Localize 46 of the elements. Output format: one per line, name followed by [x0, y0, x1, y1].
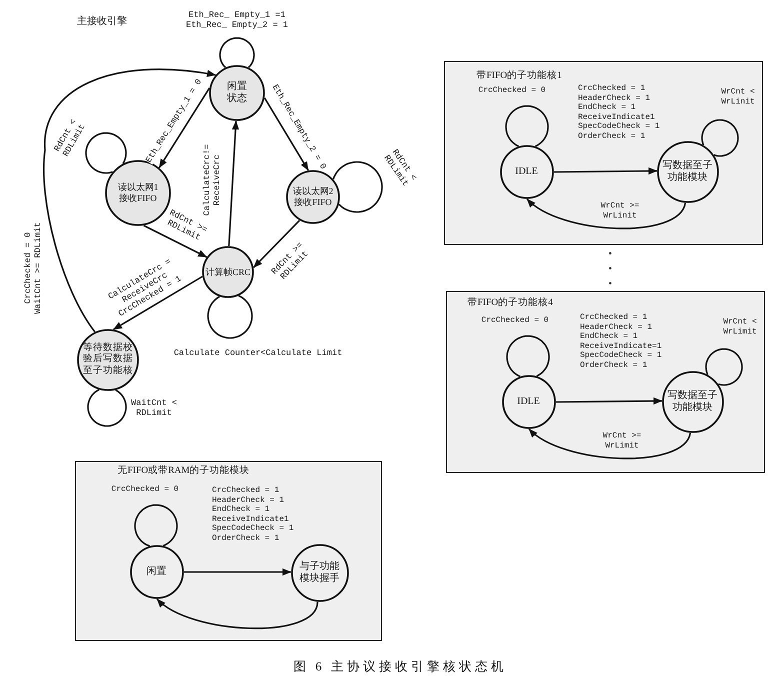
edge-label: Calculate Counter<Calculate Limit — [174, 348, 342, 358]
figure-caption: 图 6 主协议接收引擎核状态机 — [293, 658, 507, 676]
self-loop — [332, 161, 383, 213]
curved-arrow — [528, 428, 692, 460]
arrow — [554, 167, 658, 175]
self-loop — [219, 37, 255, 68]
state-circle: 闲置状态 — [209, 65, 265, 121]
edge-label: WrCnt >= WrLinit — [598, 201, 642, 221]
arrow — [184, 568, 292, 576]
diagram-heading: 主接收引擎 — [77, 14, 127, 28]
panel-title: 带FIFO的子功能核1 — [476, 70, 562, 82]
panel-box — [75, 461, 382, 641]
panel-title: 无FIFO或带RAM的子功能模块 — [118, 466, 250, 477]
arrow — [143, 224, 208, 258]
state-circle: 计算帧CRC — [202, 246, 254, 298]
arrow — [556, 397, 662, 405]
curved-arrow — [43, 68, 216, 332]
self-loop — [85, 132, 127, 174]
self-loop — [701, 119, 739, 157]
state-circle: 等待数据校验后写数据至子功能核 — [77, 329, 139, 391]
arrow — [253, 220, 300, 268]
arrow — [264, 97, 309, 171]
curved-arrow — [526, 198, 686, 230]
state-circle: IDLE — [500, 144, 554, 198]
self-loop — [134, 504, 178, 547]
state-circle: IDLE — [502, 374, 556, 428]
edge-label: CrcChecked = 0 WaitCnt >= RDLimit — [22, 220, 44, 316]
self-loop — [87, 389, 127, 427]
state-circle: 与子功能模块握手 — [290, 544, 348, 602]
self-loop — [207, 294, 253, 339]
arrow — [158, 88, 210, 168]
state-circle: 闲置 — [130, 544, 184, 598]
edge-label: WrCnt >= WrLimit — [600, 431, 644, 451]
arrow — [113, 276, 203, 330]
self-loop — [505, 105, 549, 148]
panel-title: 带FIFO的子功能核4 — [468, 298, 553, 309]
self-loop — [506, 335, 550, 378]
edge-label: WaitCnt < RDLimit — [130, 398, 178, 418]
state-circle: 写数据至子功能模块 — [656, 140, 718, 202]
edge-label: Eth_Rec_ Empty_1 =1 Eth_Rec_ Empty_2 = 1 — [184, 10, 290, 30]
arrow — [228, 120, 240, 246]
state-circle: 写数据至子功能模块 — [662, 370, 724, 432]
curved-arrow — [156, 598, 318, 630]
self-loop — [705, 348, 743, 386]
state-circle: 读以太网2接收FIFO — [286, 170, 340, 224]
edge-label: CalculateCrc!= ReceiveCrc — [202, 142, 222, 218]
